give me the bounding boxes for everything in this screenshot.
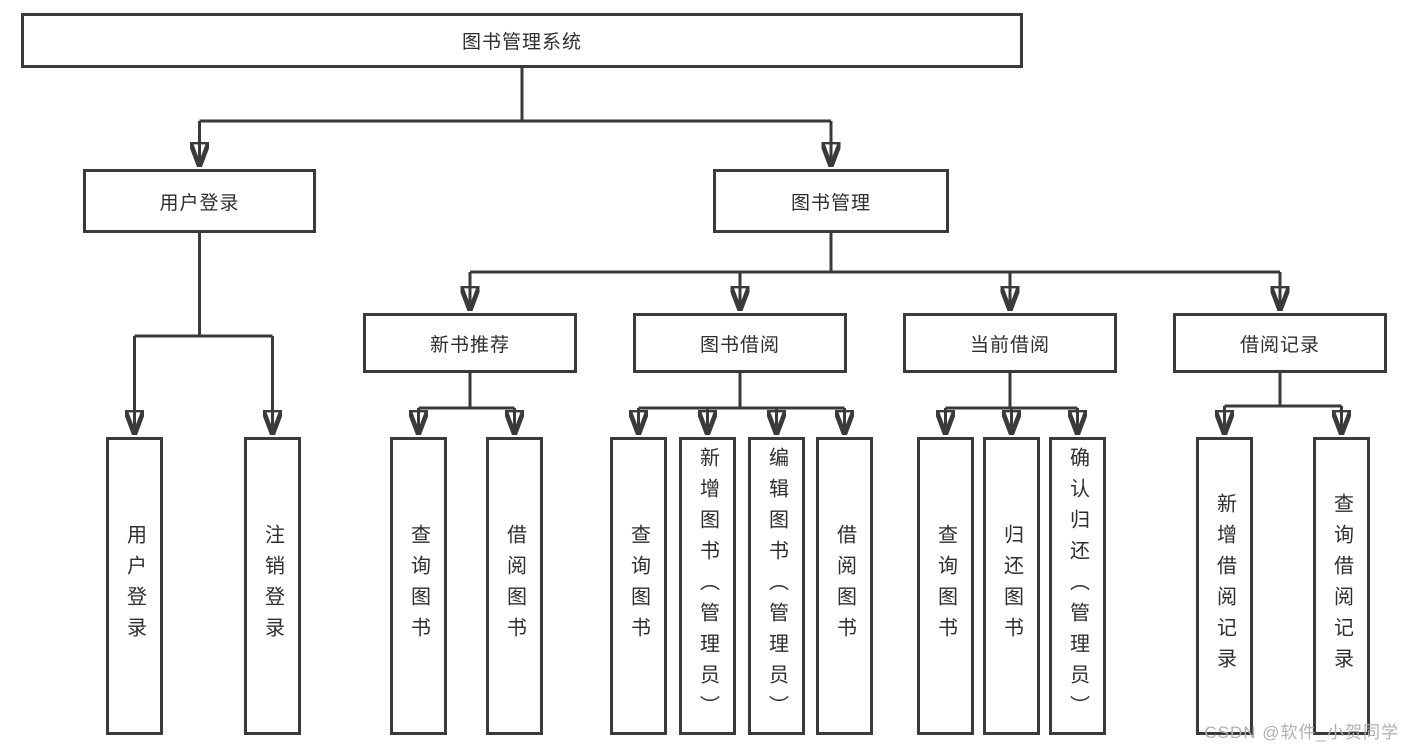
node-book-management-label: 图书管理 xyxy=(790,192,871,214)
leaf-confirm-return-admin-label: 确认归还（管理员） xyxy=(1066,446,1089,726)
node-new-book-recommend: 新书推荐 xyxy=(363,313,577,373)
node-root-label: 图书管理系统 xyxy=(461,32,582,53)
node-book-borrow-label: 图书借阅 xyxy=(699,334,780,356)
connector-current-borrow-children xyxy=(946,373,1078,435)
connector-book-borrow-children xyxy=(639,373,845,435)
connector-user-login-children xyxy=(135,233,273,435)
node-new-book-recommend-label: 新书推荐 xyxy=(429,334,510,356)
leaf-add-book-admin-label: 新增图书（管理员） xyxy=(696,446,719,726)
node-current-borrow: 当前借阅 xyxy=(903,313,1117,373)
leaf-return-books: 归还图书 xyxy=(983,437,1040,735)
leaf-borrow-books-recommend: 借阅图书 xyxy=(486,437,543,735)
leaf-borrow-books-label: 借阅图书 xyxy=(833,524,856,648)
node-book-borrow: 图书借阅 xyxy=(633,313,847,373)
leaf-query-books-current: 查询图书 xyxy=(917,437,974,735)
node-user-login: 用户登录 xyxy=(83,169,316,233)
node-root: 图书管理系统 xyxy=(21,13,1023,68)
leaf-borrow-books-recommend-label: 借阅图书 xyxy=(503,524,526,648)
leaf-query-books-borrow-label: 查询图书 xyxy=(627,524,650,648)
leaf-logout-label: 注销登录 xyxy=(261,524,284,648)
leaf-borrow-books: 借阅图书 xyxy=(816,437,873,735)
leaf-return-books-label: 归还图书 xyxy=(1000,524,1023,648)
connector-book-management-children xyxy=(470,233,1280,311)
leaf-query-books-borrow: 查询图书 xyxy=(610,437,667,735)
csdn-watermark: CSDN @软件_小贺同学 xyxy=(1204,723,1399,742)
leaf-query-borrow-record: 查询借阅记录 xyxy=(1313,437,1370,735)
leaf-add-borrow-record-label: 新增借阅记录 xyxy=(1213,493,1236,679)
leaf-query-borrow-record-label: 查询借阅记录 xyxy=(1330,493,1353,679)
leaf-add-borrow-record: 新增借阅记录 xyxy=(1196,437,1253,735)
leaf-query-books-recommend: 查询图书 xyxy=(390,437,447,735)
leaf-query-books-current-label: 查询图书 xyxy=(934,524,957,648)
node-user-login-label: 用户登录 xyxy=(159,192,240,214)
leaf-query-books-recommend-label: 查询图书 xyxy=(407,524,430,648)
node-book-management: 图书管理 xyxy=(713,169,949,233)
node-current-borrow-label: 当前借阅 xyxy=(969,334,1050,356)
leaf-confirm-return-admin: 确认归还（管理员） xyxy=(1049,437,1106,735)
leaf-logout: 注销登录 xyxy=(244,437,301,735)
connector-root-to-level2 xyxy=(200,68,832,167)
leaf-user-login: 用户登录 xyxy=(106,437,163,735)
leaf-user-login-label: 用户登录 xyxy=(123,524,146,648)
leaf-add-book-admin: 新增图书（管理员） xyxy=(679,437,736,735)
leaf-edit-book-admin: 编辑图书（管理员） xyxy=(748,437,805,735)
node-borrow-records-label: 借阅记录 xyxy=(1239,334,1320,356)
connector-new-book-recommend-children xyxy=(419,373,515,435)
connector-borrow-records-children xyxy=(1225,373,1342,435)
node-borrow-records: 借阅记录 xyxy=(1173,313,1387,373)
leaf-edit-book-admin-label: 编辑图书（管理员） xyxy=(765,446,788,726)
